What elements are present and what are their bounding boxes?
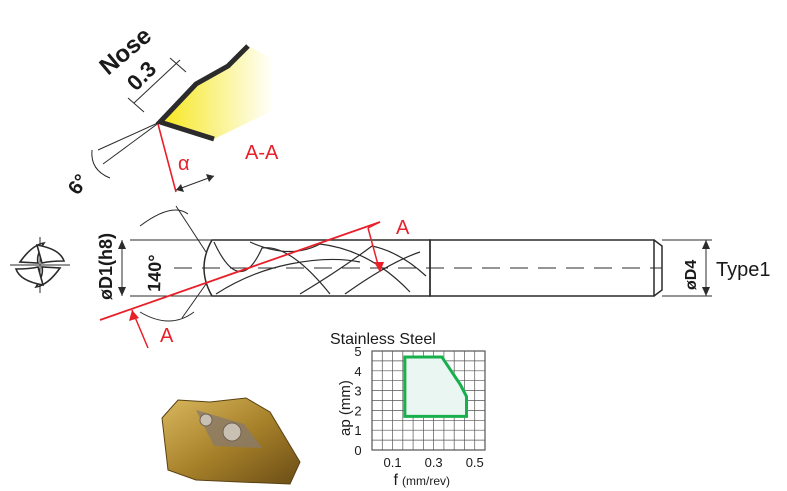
nose-tool-body: [160, 46, 274, 139]
y-tick-label: 5: [354, 344, 361, 359]
insert-photo: [161, 397, 301, 485]
d4-arrowhead: [702, 287, 710, 296]
point-angle-leg: [175, 205, 207, 253]
y-tick-label: 1: [354, 423, 361, 438]
flute-curve: [249, 241, 411, 293]
d1-label: øD1(h8): [96, 233, 116, 300]
nose-angle-value: 6°: [64, 171, 93, 199]
section-label: A-A: [245, 142, 279, 164]
chart-title: Stainless Steel: [330, 331, 436, 348]
nose-extension-line: [102, 121, 161, 165]
nose-extension-line: [97, 121, 161, 151]
flute-end-view: [10, 237, 70, 293]
y-tick-label: 3: [354, 384, 361, 399]
section-mark-bottom: A: [160, 325, 174, 347]
shank-chamfer: [653, 239, 663, 297]
y-tick-label: 4: [354, 364, 361, 379]
section-line: [157, 123, 177, 193]
angle-arc: [91, 149, 111, 179]
nose-detail: Nose 0.3 6° α A-A: [64, 22, 279, 199]
insert-gear-icon: [222, 422, 242, 442]
alpha-arrowhead: [176, 184, 184, 192]
point-angle-arc: [139, 209, 189, 227]
flute-curve: [344, 251, 421, 295]
nose-cutting-edge: [155, 44, 250, 142]
section-arrowhead: [129, 310, 139, 321]
x-tick-label: 0.3: [425, 455, 443, 470]
flute-curve: [213, 241, 331, 295]
point-angle-value: 140°: [144, 254, 165, 292]
alpha-arrowhead: [206, 174, 214, 182]
flute-curve: [215, 258, 361, 295]
y-tick-label: 0: [354, 443, 361, 458]
y-axis-label: ap (mm): [337, 380, 354, 436]
x-axis-label: f: [394, 472, 399, 489]
operating-region: [403, 355, 469, 418]
x-tick-label: 0.5: [466, 455, 484, 470]
point-angle-leg: [181, 283, 207, 319]
drill-side-view: øD1(h8) 140° øD4 Type1 A A: [96, 205, 770, 349]
d1-arrowhead: [118, 240, 126, 249]
flute-curve: [299, 245, 427, 295]
chamfer-tick: [169, 57, 187, 73]
point-angle-arc: [139, 311, 195, 322]
section-tick: [367, 221, 381, 229]
section-mark-top: A: [396, 217, 410, 239]
section-arrowhead: [374, 262, 384, 272]
alpha-symbol: α: [178, 153, 190, 175]
x-tick-label: 0.1: [384, 455, 402, 470]
shank: [429, 239, 655, 297]
x-axis-unit: (mm/rev): [402, 474, 450, 488]
d4-arrowhead: [702, 240, 710, 249]
d1-arrowhead: [118, 287, 126, 296]
y-tick-label: 2: [354, 403, 361, 418]
flute-section: [203, 239, 431, 297]
d4-label: øD4: [683, 260, 700, 290]
chamfer-dim-line: [133, 59, 181, 104]
section-line-aa: [99, 221, 381, 321]
chart-ticks: 0 1 2 3 4 5 0.1 0.3 0.5: [354, 344, 483, 470]
chamfer-tick: [127, 97, 145, 113]
insert-gear-icon: [199, 413, 213, 427]
type-label: Type1: [716, 259, 770, 281]
